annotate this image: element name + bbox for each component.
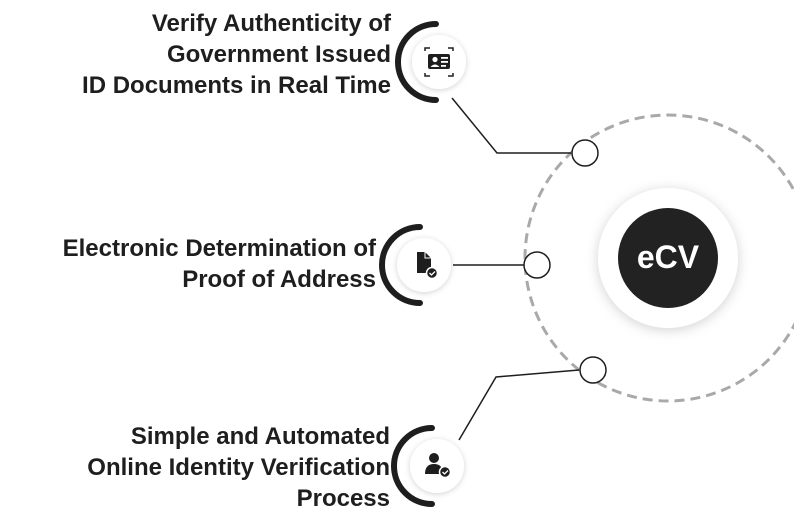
orbit-node-middle [523, 251, 551, 279]
dashed-orbit-ring [523, 113, 794, 403]
feature-label-line: Online Identity Verification [87, 454, 390, 481]
center-core-circle [618, 208, 718, 308]
feature-label-line: Electronic Determination of [62, 235, 376, 262]
connector-line-bottom [458, 369, 580, 441]
feature-label-online-verification: Simple and Automated Online Identity Ver… [87, 421, 390, 514]
user-check-icon [391, 425, 464, 507]
feature-label-line: Verify Authenticity of [151, 10, 391, 37]
feature-label-line: Process [296, 485, 390, 512]
center-label: eCV [636, 239, 700, 275]
id-card-icon [395, 21, 466, 103]
feature-label-line: Government Issued [166, 41, 391, 68]
feature-label-line: Simple and Automated [130, 423, 390, 450]
connector-line-top [451, 97, 571, 154]
feature-label-proof-of-address: Electronic Determination of Proof of Add… [63, 233, 376, 295]
document-check-icon [379, 224, 451, 306]
orbit-node-top [571, 139, 599, 167]
feature-label-line: ID Documents in Real Time [82, 72, 391, 99]
feature-label-id-verification: Verify Authenticity of Government Issued… [82, 8, 391, 101]
orbit-node-bottom [579, 356, 607, 384]
feature-label-line: Proof of Address [182, 266, 376, 293]
